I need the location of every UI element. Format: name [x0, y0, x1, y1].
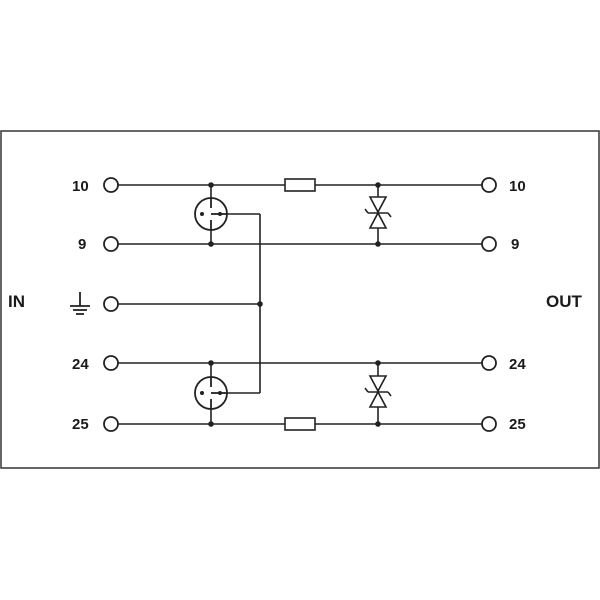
terminal-in-25 — [103, 416, 119, 432]
terminal-out-10 — [481, 177, 497, 193]
terminal-out-24 — [481, 355, 497, 371]
pin-label-out-24: 24 — [509, 356, 526, 373]
pin-label-in-9: 9 — [78, 236, 86, 253]
out-label: OUT — [546, 292, 583, 311]
resistor-top — [284, 178, 316, 192]
in-label: IN — [8, 292, 25, 311]
terminal-out-9 — [481, 236, 497, 252]
gas-discharge-tube-top — [194, 197, 228, 231]
pin-label-in-24: 24 — [72, 356, 89, 373]
junction-dots — [208, 182, 381, 427]
ground-icon — [70, 292, 90, 315]
pin-label-in-10: 10 — [72, 178, 89, 195]
pin-label-in-25: 25 — [72, 416, 89, 433]
tvs-diode-top — [364, 196, 392, 229]
pin-label-out-25: 25 — [509, 416, 526, 433]
pin-label-out-9: 9 — [511, 236, 519, 253]
terminal-in-10 — [103, 177, 119, 193]
terminal-out-25 — [481, 416, 497, 432]
pin-label-out-10: 10 — [509, 178, 526, 195]
tvs-diode-bottom — [364, 375, 392, 408]
terminal-in-9 — [103, 236, 119, 252]
terminal-in-24 — [103, 355, 119, 371]
resistor-bottom — [284, 417, 316, 431]
terminal-in-ground — [103, 296, 119, 312]
gas-discharge-tube-bottom — [194, 376, 228, 410]
